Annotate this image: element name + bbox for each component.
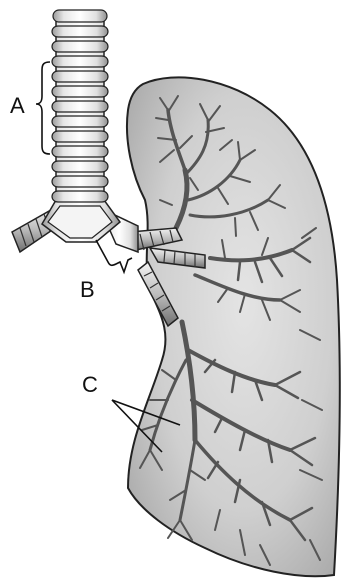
bracket-a [36,62,50,154]
lung [127,77,340,576]
label-b: B [80,277,95,302]
label-a: A [10,93,25,118]
label-c: C [82,372,98,397]
trachea [42,10,120,242]
